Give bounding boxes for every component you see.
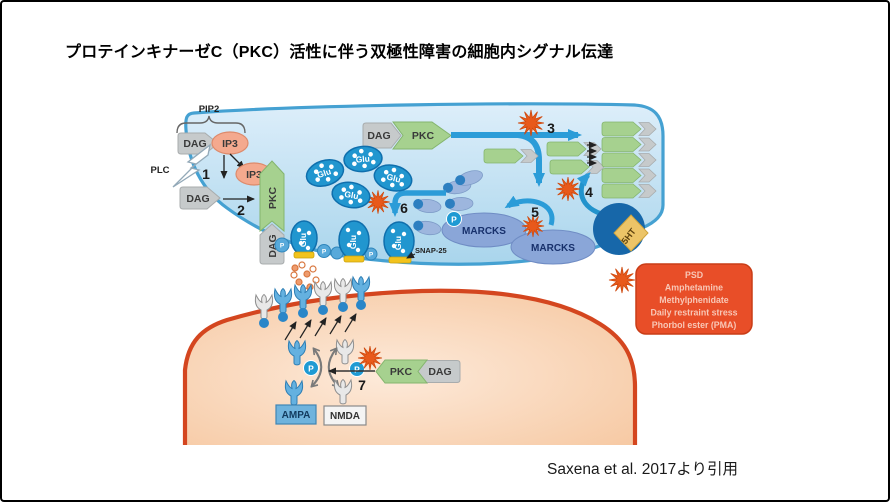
arrow-step3-branch (517, 132, 545, 187)
insertion-arrows (587, 141, 597, 167)
phospho-badge: P (446, 211, 462, 227)
svg-text:P: P (322, 249, 327, 256)
svg-text:MARCKS: MARCKS (462, 226, 506, 237)
arrow-step4 (576, 172, 606, 218)
pip2-label: PIP2 (199, 104, 220, 115)
trafficking-arrows (284, 313, 357, 341)
arrow-step6 (389, 190, 446, 217)
receptor-cargo-icon (549, 159, 605, 175)
glu-vesicle: Glu (342, 144, 384, 174)
legend-item: Phorbol ester (PMA) (652, 320, 737, 330)
svg-text:Glu: Glu (355, 153, 370, 164)
svg-text:Glu: Glu (348, 235, 358, 249)
svg-text:PKC: PKC (412, 130, 435, 142)
receptor-cargo-icon (483, 148, 539, 164)
step-5: 5 (531, 204, 539, 220)
svg-text:Glu: Glu (386, 172, 402, 185)
svg-text:PKC: PKC (390, 366, 413, 378)
svg-text:DAG: DAG (367, 130, 390, 142)
receptor-cargo-icon (546, 141, 602, 157)
ip3-bound: IP3 (211, 131, 249, 155)
phospho-badge: P (303, 360, 319, 376)
svg-text:DAG: DAG (428, 366, 451, 378)
dag-pkc-active-complex: DAG PKC (362, 121, 452, 150)
legend-item: Daily restraint stress (650, 308, 737, 318)
step-7: 7 (358, 377, 366, 393)
phospho-badge: P (349, 361, 365, 377)
svg-text:Glu: Glu (316, 166, 333, 180)
pkc-dag-membrane-complex: PKC DAG (259, 160, 285, 265)
step-1: 1 (202, 166, 210, 182)
snap25-bar (343, 255, 365, 263)
glu-vesicle: Glu (370, 160, 416, 196)
svg-text:DAG: DAG (186, 193, 209, 205)
legend-item: Amphetamine (665, 283, 723, 293)
svg-text:P: P (308, 364, 314, 374)
svg-text:P: P (280, 243, 285, 250)
svg-text:Glu: Glu (393, 236, 403, 250)
svg-text:P: P (369, 252, 374, 259)
svg-text:PKC: PKC (267, 186, 279, 209)
docked-vesicle-cluster: P P P Glu Glu Glu (274, 220, 415, 264)
snap25-pointer (406, 251, 416, 259)
ampa-tag: AMPA (275, 404, 317, 425)
plc-label: PLC (151, 165, 170, 176)
membrane-receptor-stack (601, 121, 657, 199)
snap25-bar (293, 251, 315, 259)
step-2: 2 (237, 202, 245, 218)
glu-vesicle: Glu (302, 154, 348, 192)
step-4: 4 (585, 184, 593, 200)
glu-vesicle: Glu (329, 178, 373, 212)
citation: Saxena et al. 2017より引用 (547, 461, 738, 478)
postsynaptic-receptor-row (254, 276, 371, 328)
stressor-legend: PSD Amphetamine Methylphenidate Daily re… (635, 263, 753, 335)
plc-lightning-icon (172, 143, 211, 188)
ip3-label: IP3 (222, 138, 238, 150)
svg-text:NMDA: NMDA (330, 411, 360, 422)
pip2-brace (176, 115, 246, 134)
svg-text:AMPA: AMPA (282, 410, 311, 421)
nmda-tag: NMDA (323, 405, 367, 426)
legend-item: PSD (685, 270, 703, 280)
serotonin-transporter: 5HT (593, 203, 649, 255)
step-3: 3 (547, 120, 555, 136)
svg-text:Glu: Glu (344, 189, 360, 201)
svg-text:MARCKS: MARCKS (531, 243, 575, 254)
glu-vesicle-docked: Glu (383, 221, 415, 261)
dag-membrane-2: DAG (179, 186, 221, 210)
dag-label: DAG (183, 138, 206, 150)
snap25-label: SNAP-25 (415, 246, 447, 255)
arrow-step5 (504, 195, 555, 226)
glu-vesicle-docked: Glu (290, 220, 318, 256)
pkc-dag-postsynaptic-complex: PKC DAG (375, 359, 461, 384)
step-6: 6 (400, 200, 408, 216)
page-title: プロテインキナーゼC（PKC）活性に伴う双極性障害の細胞内シグナル伝達 (65, 44, 614, 61)
svg-text:P: P (354, 365, 360, 375)
svg-text:IP3: IP3 (246, 169, 262, 181)
glu-vesicle-docked: Glu (338, 220, 370, 260)
snap25-bar (388, 256, 412, 264)
svg-text:Glu: Glu (298, 233, 308, 247)
legend-item: Methylphenidate (659, 295, 729, 305)
stress-starburst-icon (608, 266, 636, 294)
marcks-protein: MARCKS (510, 229, 596, 265)
svg-text:P: P (451, 215, 457, 225)
svg-text:DAG: DAG (267, 234, 279, 257)
